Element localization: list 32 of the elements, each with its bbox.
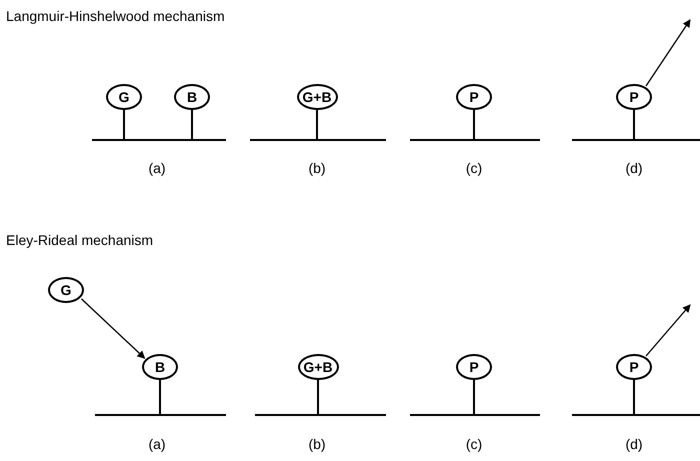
molecule-circle: G+B bbox=[298, 354, 338, 380]
stem-line bbox=[473, 380, 475, 414]
molecule-circle: P bbox=[456, 84, 492, 110]
arrow bbox=[645, 19, 691, 86]
panel-label: (b) bbox=[308, 436, 326, 452]
molecule-circle: G bbox=[48, 277, 84, 303]
panel-label: (c) bbox=[466, 160, 482, 176]
panel-label: (d) bbox=[625, 436, 643, 452]
stem-line bbox=[123, 110, 125, 139]
heading: Langmuir-Hinshelwood mechanism bbox=[6, 8, 225, 24]
molecule-circle: G bbox=[106, 84, 142, 110]
molecule-circle: G+B bbox=[296, 84, 338, 110]
panel-label: (a) bbox=[148, 436, 166, 452]
panel-label: (c) bbox=[466, 436, 482, 452]
molecule-circle: P bbox=[456, 354, 492, 380]
molecule-circle: P bbox=[616, 354, 652, 380]
arrow bbox=[81, 298, 146, 359]
heading: Eley-Rideal mechanism bbox=[6, 232, 154, 248]
stem-line bbox=[633, 110, 635, 139]
stem-line bbox=[633, 380, 635, 414]
stem-line bbox=[317, 380, 319, 414]
stem-line bbox=[473, 110, 475, 139]
stem-line bbox=[191, 110, 193, 139]
molecule-circle: B bbox=[174, 84, 210, 110]
molecule-circle: B bbox=[142, 354, 178, 380]
panel-label: (a) bbox=[148, 160, 166, 176]
stem-line bbox=[316, 110, 318, 139]
panel-label: (d) bbox=[625, 160, 643, 176]
stem-line bbox=[159, 380, 161, 414]
panel-label: (b) bbox=[308, 160, 326, 176]
molecule-circle: P bbox=[616, 84, 652, 110]
arrow bbox=[646, 304, 691, 356]
